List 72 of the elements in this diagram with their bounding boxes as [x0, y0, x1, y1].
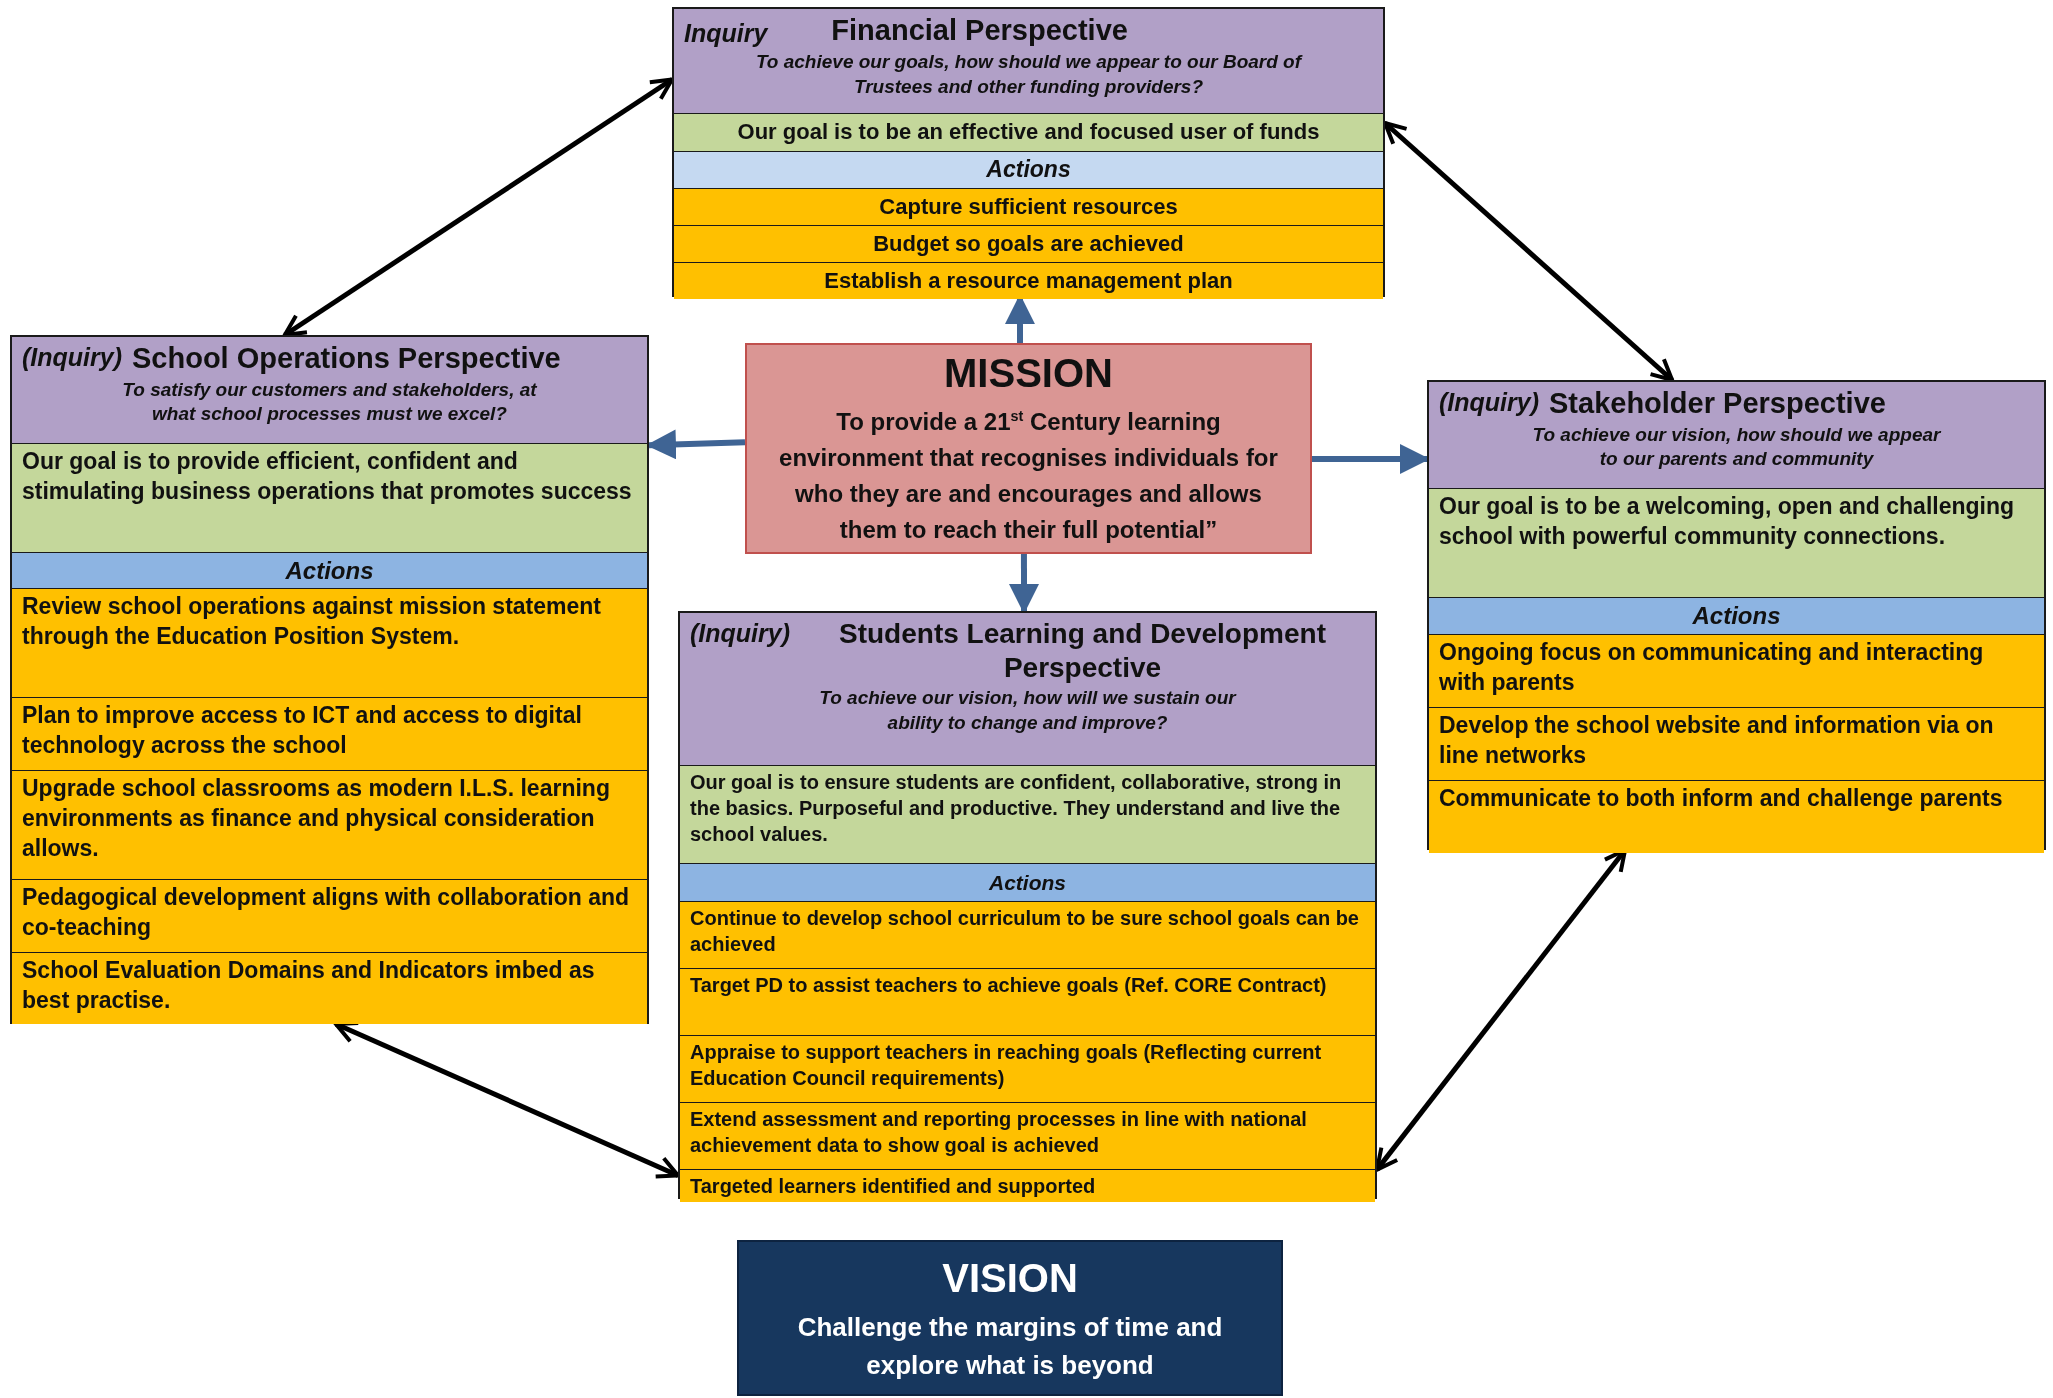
action-text: Budget so goals are achieved [873, 229, 1184, 258]
goal-row [1429, 488, 2044, 597]
action-row [680, 1169, 1375, 1202]
action-row [1429, 707, 2044, 780]
vision-statement: Challenge the margins of time and explore what is beyond [796, 1311, 1224, 1382]
action-text: Develop the school website and information via on line networks [1439, 711, 1995, 770]
action-text: Targeted learners identified and supported [690, 1174, 1096, 1199]
action-row [674, 188, 1383, 225]
inquiry-label: (Inquiry) [22, 342, 122, 372]
action-row [674, 262, 1383, 299]
vision-box [737, 1240, 1283, 1396]
action-text: Review school operations against mission statement through the Education Position System. [22, 592, 602, 651]
action-text: Target PD to assist teachers to achieve goals (Ref. CORE Contract) [690, 973, 1327, 998]
perspective-panel [1427, 380, 2046, 850]
goal-row [12, 443, 647, 552]
action-row [12, 952, 647, 1024]
action-row [674, 225, 1383, 262]
inquiry-label: (Inquiry) [690, 618, 790, 648]
box-title: VISION [942, 1256, 1078, 1301]
perspective-title: Students Learning and Development Perspective [838, 617, 1327, 685]
arrow [1009, 554, 1039, 614]
guiding-question: To achieve our vision, how will we sustain our ability to change and improve? [818, 686, 1238, 735]
inquiry-label: Inquiry [684, 18, 768, 48]
action-row [1429, 634, 2044, 707]
goal-text: Our goal is to ensure students are confident, collaborative, strong in the basics. Purposeful and productive. They understand and live the school values. [690, 770, 1343, 847]
action-text: Establish a resource management plan [824, 266, 1233, 295]
section-heading: Actions [989, 869, 1066, 896]
mission-statement: To provide a 21$^{st}$ Century learning environment that recognises individuals for who they are and encourages and allows them to reach their full potential” [778, 407, 1279, 545]
box-title: MISSION [944, 351, 1113, 396]
actions-header [12, 552, 647, 588]
goal-text: Our goal is to be a welcoming, open and challenging school with powerful community connections. [1439, 492, 2016, 551]
perspective-title: Stakeholder Perspective [1549, 386, 1886, 421]
action-text: Upgrade school classrooms as modern I.L.S. learning environments as finance and physical consideration allows. [22, 774, 611, 863]
goal-text: Our goal is to provide efficient, confident and stimulating business operations that promotes success [22, 447, 633, 506]
action-text: Communicate to both inform and challenge parents [1439, 784, 2003, 813]
guiding-question: To satisfy our customers and stakeholders, at what school processes must we excel? [121, 377, 538, 427]
perspective-panel [10, 335, 649, 1024]
goal-text: Our goal is to be an effective and focused user of funds [737, 118, 1320, 147]
arrow [282, 77, 674, 338]
guiding-question: To achieve our vision, how should we appear to our parents and community [1531, 422, 1942, 472]
action-text: Capture sufficient resources [879, 192, 1178, 221]
actions-header [674, 151, 1383, 188]
actions-header [1429, 597, 2044, 634]
mission-box [745, 343, 1312, 554]
goal-row [680, 765, 1375, 863]
section-heading: Actions [285, 555, 374, 586]
actions-header [680, 863, 1375, 901]
action-text: Plan to improve access to ICT and access to digital technology across the school [22, 701, 583, 760]
goal-row [674, 113, 1383, 151]
section-heading: Actions [986, 155, 1071, 185]
inquiry-label: (Inquiry) [1439, 387, 1539, 417]
perspective-panel [678, 611, 1377, 1199]
action-row [12, 770, 647, 879]
action-text: Appraise to support teachers in reaching goals (Reflecting current Education Council requirements) [690, 1040, 1323, 1091]
guiding-question: To achieve our goals, how should we appear to our Board of Trustees and other funding providers? [754, 50, 1304, 99]
action-row [680, 968, 1375, 1035]
action-row [680, 901, 1375, 968]
perspective-title: Financial Perspective [831, 13, 1128, 48]
action-row [1429, 780, 2044, 853]
action-text: Pedagogical development aligns with collaboration and co-teaching [22, 883, 631, 942]
action-row [680, 1102, 1375, 1169]
action-text: Continue to develop school curriculum to be sure school goals can be achieved [690, 906, 1360, 957]
action-row [12, 588, 647, 697]
action-row [12, 697, 647, 770]
perspective-title: School Operations Perspective [132, 341, 561, 376]
action-text: Extend assessment and reporting processes in line with national achievement data to show goal is achieved [690, 1107, 1308, 1158]
action-text: School Evaluation Domains and Indicators imbed as best practise. [22, 956, 596, 1015]
action-row [680, 1035, 1375, 1102]
action-row [12, 879, 647, 952]
action-text: Ongoing focus on communicating and interacting with parents [1439, 638, 1985, 697]
perspective-panel [672, 7, 1385, 297]
section-heading: Actions [1692, 601, 1781, 632]
